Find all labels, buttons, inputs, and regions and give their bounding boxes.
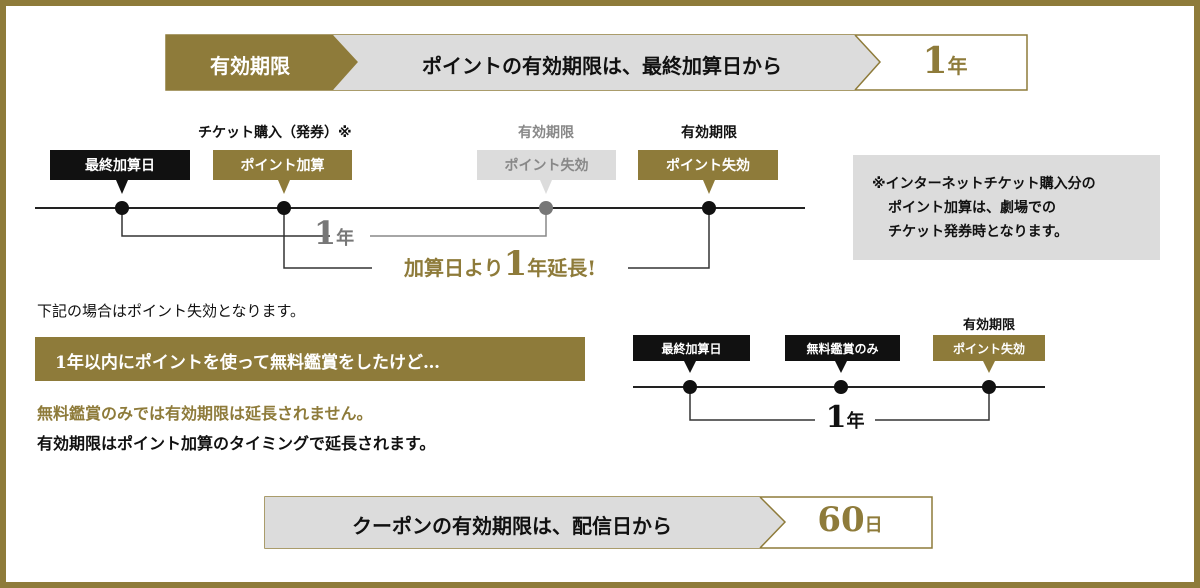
- dot-new-expire: [702, 201, 716, 215]
- tag-last-add: 最終加算日: [85, 158, 155, 174]
- top-banner-label-bg: [166, 35, 358, 90]
- caption-expire-old: 有効期限: [518, 125, 574, 141]
- extension-text: 加算日より1年延長!: [403, 244, 597, 284]
- tag-new-expire: ポイント失効: [666, 158, 750, 174]
- case-info: 有効期限はポイント加算のタイミングで延長されます。: [37, 434, 436, 453]
- dot-point-add: [277, 201, 291, 215]
- case-intro: 下記の場合はポイント失効となります。: [37, 302, 306, 320]
- top-banner-label: 有効期限: [210, 54, 290, 78]
- tag-old-expire: ポイント失効: [504, 158, 589, 174]
- case-bar-text: 1年以内にポイントを使って無料鑑賞をしたけど…: [55, 353, 440, 373]
- tl2-tag-expire: ポイント失効: [952, 341, 1025, 356]
- tl2-span: 1年: [825, 400, 865, 435]
- tl2-tag-last-add: 最終加算日: [661, 341, 722, 356]
- span-one-year: 1年: [313, 214, 355, 252]
- caption-ticket: チケット購入（発券）※: [198, 125, 352, 141]
- bottom-banner-value: 60日: [817, 500, 883, 540]
- dot-last-add: [115, 201, 129, 215]
- tag-point-add: ポイント加算: [240, 158, 325, 174]
- caption-expire-new: 有効期限: [681, 125, 737, 141]
- top-banner-text: ポイントの有効期限は、最終加算日から: [422, 54, 782, 78]
- top-banner-text-bg: [333, 35, 880, 90]
- tl2-caption-expire: 有効期限: [962, 318, 1016, 333]
- dot-old-expire: [539, 201, 553, 215]
- tl2-tag-free: 無料鑑賞のみ: [806, 341, 879, 356]
- top-banner-value: 1年: [922, 40, 968, 82]
- case-bar: [35, 337, 585, 381]
- note-box: [853, 155, 1160, 260]
- note-text: ※インターネットチケット購入分のポイント加算は、劇場でのチケット発券時となります…: [872, 176, 1096, 240]
- bottom-banner-text: クーポンの有効期限は、配信日から: [352, 514, 672, 538]
- case-warning: 無料鑑賞のみでは有効期限は延長されません。: [37, 404, 373, 423]
